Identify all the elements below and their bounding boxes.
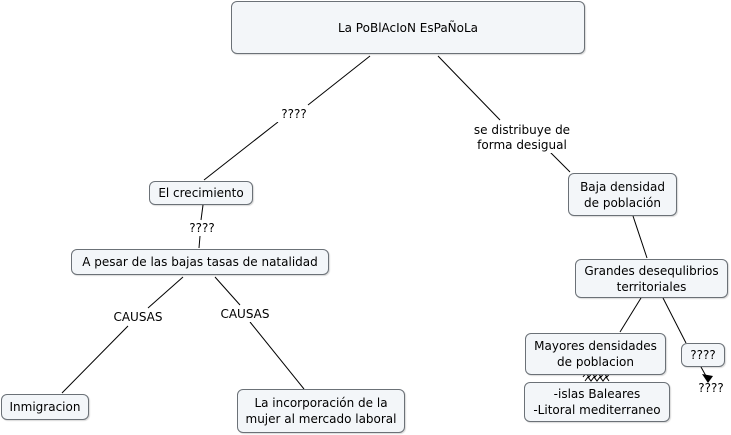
link-pesar-to-inmigracion — [147, 276, 184, 309]
link-pesar-to-incorporacion — [249, 321, 305, 390]
link-baja-to-grandes — [632, 215, 648, 259]
link-crecimiento-to-pesar — [198, 235, 201, 249]
link-root-to-crecimiento — [307, 55, 371, 106]
link-label-causas-left: CAUSAS — [107, 310, 169, 325]
link-mayores-to-islas — [582, 372, 611, 378]
link-root-to-baja — [547, 149, 571, 173]
node-poblacion-espanola[interactable]: La PoBlAcIoN EsPaÑoLa — [231, 1, 585, 54]
link-label-question-out: ???? — [698, 381, 724, 395]
link-label-causas-right: CAUSAS — [214, 307, 276, 322]
link-root-to-crecimiento — [203, 121, 279, 181]
node-mayores-densidades[interactable]: Mayores densidades de poblacion — [525, 333, 666, 375]
node-question-right[interactable]: ???? — [681, 343, 725, 367]
link-label-se-distribuye: se distribuye de forma desigual — [466, 123, 578, 153]
link-label-root-left: ???? — [277, 107, 311, 122]
node-grandes-desequilibrios[interactable]: Grandes desequlibrios territoriales — [575, 259, 728, 298]
link-crecimiento-to-pesar — [200, 204, 204, 221]
link-label-crecimiento-pesar: ???? — [185, 221, 219, 236]
node-incorporacion-mujer[interactable]: La incorporación de la mujer al mercado … — [237, 389, 405, 433]
link-mayores-to-islas — [584, 376, 610, 382]
link-pesar-to-incorporacion — [214, 276, 241, 306]
link-grandes-to-mayores — [619, 297, 642, 333]
node-inmigracion[interactable]: Inmigracion — [1, 394, 89, 420]
arrow-head-icon — [702, 374, 713, 383]
link-pesar-to-inmigracion — [61, 325, 129, 394]
node-islas-litoral[interactable]: -islas Baleares -Litoral mediterraneo — [524, 382, 670, 422]
node-a-pesar-bajas-tasas[interactable]: A pesar de las bajas tasas de natalidad — [71, 249, 329, 275]
link-grandes-to-question — [662, 297, 687, 344]
node-el-crecimiento[interactable]: El crecimiento — [149, 181, 253, 205]
link-question-to-question — [700, 366, 707, 377]
link-root-to-baja — [437, 55, 501, 121]
node-baja-densidad[interactable]: Baja densidad de población — [568, 173, 677, 216]
